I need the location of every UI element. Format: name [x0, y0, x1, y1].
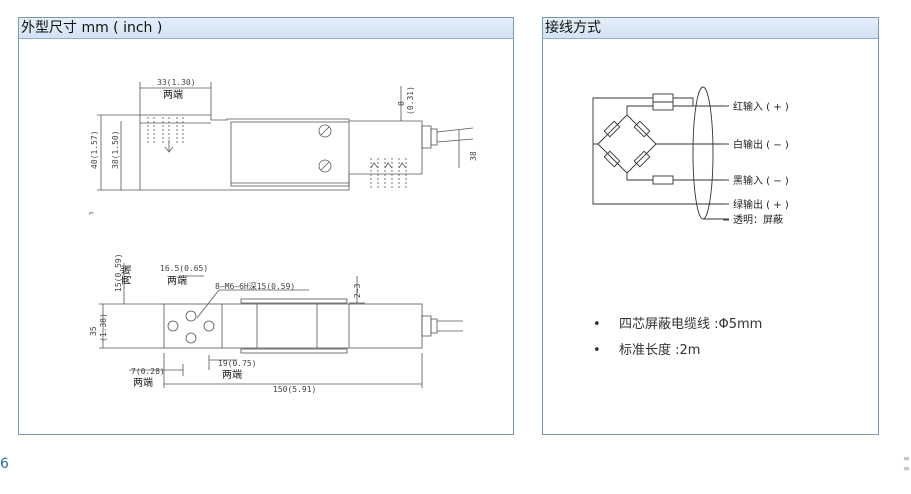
dim-height-outer: 40(1.57)	[90, 130, 99, 169]
spec-text: 四芯屏蔽电缆线 :Φ5mm	[619, 317, 763, 332]
plan-view	[99, 263, 463, 388]
edge-glyph: ≡	[903, 454, 910, 463]
dim-right-38: 38	[469, 151, 478, 161]
dim-16-5-note: 两端	[167, 274, 187, 287]
dimension-drawing: 33(1.30) 两端 40(1.57) 38(1.50) 8 (0.31) 3…	[89, 78, 478, 394]
wiring-panel-title: 接线方式	[543, 18, 878, 39]
spec-item: • 四芯屏蔽电缆线 :Φ5mm	[593, 312, 762, 338]
dim-35: 35	[89, 326, 98, 336]
dimensions-panel: 外型尺寸 mm ( inch )	[18, 17, 514, 435]
wiring-diagram: 红输入 ( + ) 白输出 ( − ) 黑输入 ( − ) 绿输出 ( + ) …	[592, 86, 789, 226]
dim-15-note: 两端	[120, 265, 133, 285]
wire-white-output: 白输出 ( − )	[733, 138, 789, 151]
screw-top	[318, 124, 332, 138]
dim-width-note: 两端	[163, 88, 183, 101]
load-cell-body-side	[139, 114, 423, 191]
edge-glyphs: ≡ ≡	[903, 454, 910, 474]
dim-15: 15(0.59)	[114, 253, 123, 292]
wire-shield: 透明：屏蔽	[733, 214, 783, 226]
mount-hole-3	[185, 332, 197, 344]
dimensions-panel-title: 外型尺寸 mm ( inch )	[19, 18, 513, 39]
wire-black-input: 黑输入 ( − )	[733, 174, 789, 187]
cable-gland-plan	[421, 315, 432, 337]
load-arrow	[164, 140, 174, 153]
strain-pocket-side	[230, 121, 350, 187]
dim-19: 19(0.75)	[218, 359, 257, 368]
dim-top-8: 8	[397, 101, 406, 106]
cable-shield-ellipse	[692, 86, 714, 220]
mount-hole-2	[185, 310, 197, 322]
page-number: 6	[0, 456, 9, 472]
spec-item: • 标准长度 :2m	[593, 338, 762, 364]
dim-2-3: 2~3	[353, 283, 362, 298]
dim-35-inch: (1.38)	[99, 313, 108, 342]
comp-resistor-bottom	[652, 175, 674, 185]
cable-spec-list: • 四芯屏蔽电缆线 :Φ5mm • 标准长度 :2m	[593, 312, 762, 364]
dim-width-side: 33(1.30)	[157, 78, 196, 87]
wiring-panel: 接线方式	[542, 17, 879, 435]
bridge-resistor-2	[633, 120, 651, 138]
dim-thread: 8—M6—6H深15(0.59)	[215, 282, 295, 291]
mount-hole-4	[203, 320, 215, 332]
bridge-resistor-1	[603, 120, 621, 138]
dim-150: 150(5.91)	[273, 385, 316, 394]
dim-7-note: 两端	[133, 376, 153, 389]
comp-resistor-top	[652, 101, 674, 111]
comp-resistor-top-2	[652, 93, 674, 103]
wire-red-input: 红输入 ( + )	[733, 100, 789, 113]
bullet-icon: •	[593, 343, 601, 358]
edge-mark: ⌐	[89, 209, 94, 218]
mount-hole-1	[167, 320, 179, 332]
screw-bottom	[318, 159, 332, 173]
dim-7: 7(0.28)	[131, 367, 165, 376]
bullet-icon: •	[593, 317, 601, 332]
bridge-resistor-4	[603, 150, 621, 168]
spec-text: 标准长度 :2m	[619, 343, 701, 358]
dim-top-8-inch: (0.31)	[406, 86, 415, 115]
wire-green-output: 绿输出 ( + )	[733, 198, 789, 211]
dim-16-5: 16.5(0.65)	[160, 264, 208, 273]
bridge-resistor-3	[633, 150, 651, 168]
side-view	[97, 82, 474, 191]
dim-19-note: 两端	[222, 368, 242, 381]
cable-gland-side	[421, 125, 432, 149]
edge-glyph: ≡	[903, 464, 910, 473]
dim-height-inner: 38(1.50)	[111, 130, 120, 169]
